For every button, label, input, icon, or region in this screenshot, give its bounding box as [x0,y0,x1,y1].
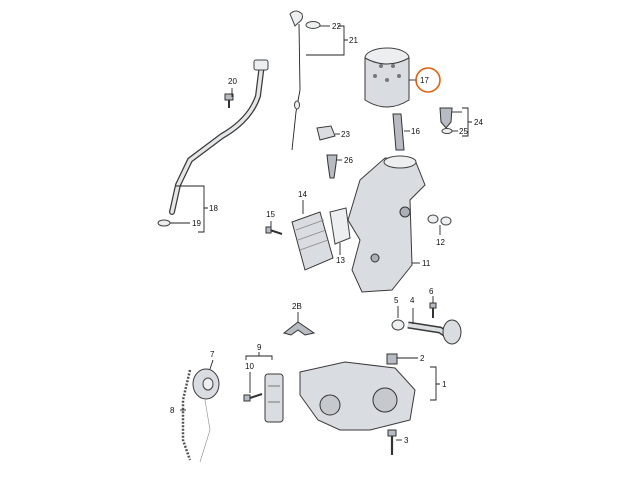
callout-4: 4 [410,296,415,305]
bolt-10 [243,393,263,402]
o-ring-5 [391,319,405,331]
leader-lines [170,25,472,441]
callout-26: 26 [344,156,353,165]
callout-20: 20 [228,77,237,86]
oil-filter-housing [347,155,426,293]
callout-23: 23 [341,130,350,139]
drive-chain [181,369,192,461]
o-rings-12 [427,214,452,226]
callout-8: 8 [170,406,175,415]
callout-7: 7 [210,350,215,359]
bracket-2b [282,321,316,336]
o-ring-25 [441,128,453,134]
callout-9: 9 [257,343,262,352]
callout-16: 16 [411,127,420,136]
callout-19: 19 [192,219,201,228]
callout-1: 1 [442,380,447,389]
callout-3: 3 [404,436,409,445]
sleeve-2 [386,353,398,365]
callout-25: 25 [459,127,468,136]
bolt-6 [429,302,437,318]
bolt-20 [224,93,234,108]
callout-12: 12 [436,238,445,247]
dipstick [289,10,303,151]
bolt-3 [387,429,397,455]
callout-2b: 2B [292,302,302,311]
callout-15: 15 [266,210,275,219]
o-ring-22 [305,21,321,29]
callout-10: 10 [245,362,254,371]
callout-21: 21 [349,36,358,45]
chain-tensioner [264,373,284,423]
dipstick-guide-tube [169,59,269,215]
callout-24: 24 [474,118,483,127]
bolt-15 [265,226,283,235]
callout-13: 13 [336,256,345,265]
callout-18: 18 [209,204,218,213]
pickup-pipe-4 [407,319,462,345]
callout-14: 14 [298,190,307,199]
callout-2: 2 [420,354,425,363]
oil-filter [364,47,410,108]
callout-11: 11 [422,259,431,268]
oil-pump-assembly [299,361,416,431]
part-24 [439,107,453,129]
highlight-circle-17 [415,67,441,93]
callout-6: 6 [429,287,434,296]
o-ring-19 [157,219,171,227]
oil-cooler [291,211,334,271]
callout-22: 22 [332,22,341,31]
callout-labels: 22 21 17 20 16 23 26 24 25 18 19 14 15 1… [170,22,483,445]
part-26 [326,154,338,179]
callout-5: 5 [394,296,399,305]
filter-stud [392,113,405,151]
chain-sprocket [192,368,220,400]
gasket-13 [329,207,351,245]
part-23 [316,125,336,141]
callout-17: 17 [420,76,429,85]
